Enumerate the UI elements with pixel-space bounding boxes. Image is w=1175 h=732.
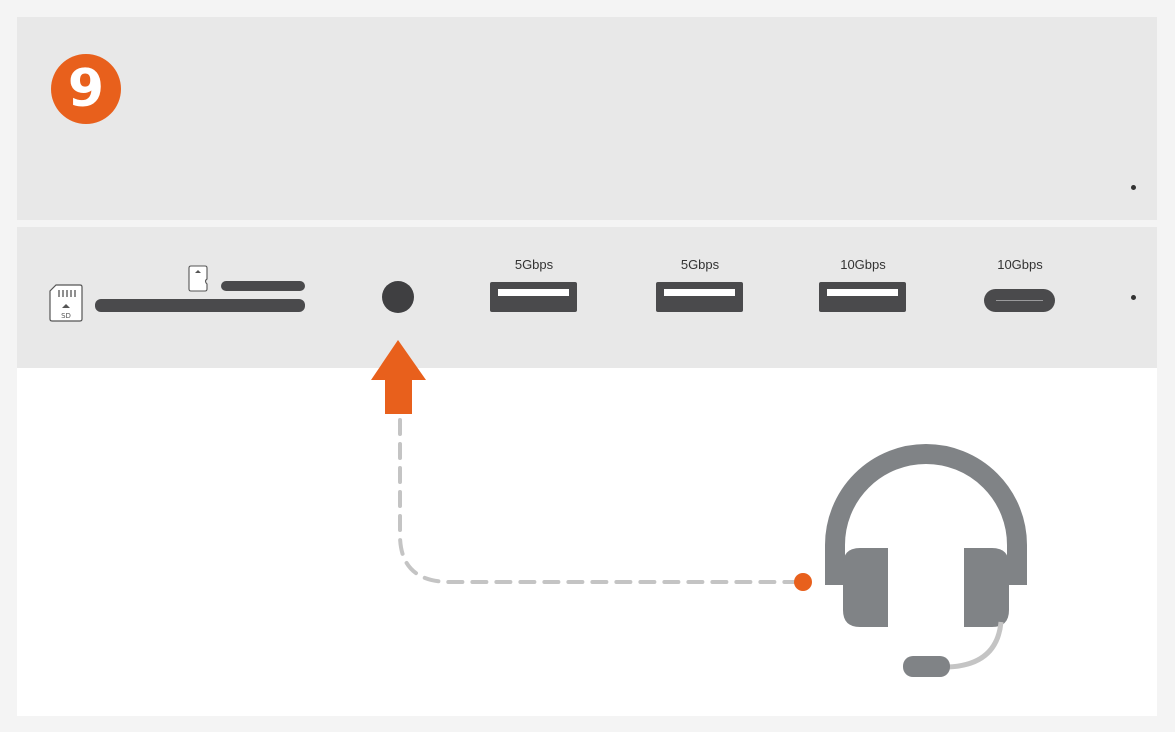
microsd-card-slot [221, 281, 305, 291]
usb-a-3-speed-label: 10Gbps [840, 257, 886, 272]
usb-a-1-speed-label: 5Gbps [514, 257, 554, 272]
sd-icon-label: SD [61, 312, 71, 320]
sd-card-slot [95, 299, 305, 312]
device-port-panel [17, 227, 1157, 368]
microsd-card-icon [188, 265, 208, 292]
usb-a-port-3 [819, 282, 906, 312]
audio-jack-port [382, 281, 414, 313]
usb-a-port-1 [490, 282, 577, 312]
arrow-up-icon [371, 340, 426, 414]
cable-plug-dot [794, 573, 812, 591]
usb-a-port-2 [656, 282, 743, 312]
indicator-dot [1131, 185, 1136, 190]
connection-area [17, 368, 1157, 716]
audio-cable [398, 418, 802, 584]
sd-card-icon: SD [49, 284, 83, 322]
step-number-badge: 9 [51, 54, 121, 124]
usb-c-speed-label: 10Gbps [997, 257, 1043, 272]
usb-a-2-speed-label: 5Gbps [680, 257, 720, 272]
headset-icon [825, 444, 1027, 677]
indicator-dot [1131, 295, 1136, 300]
usb-c-port [984, 289, 1055, 312]
device-top-view [17, 17, 1157, 220]
